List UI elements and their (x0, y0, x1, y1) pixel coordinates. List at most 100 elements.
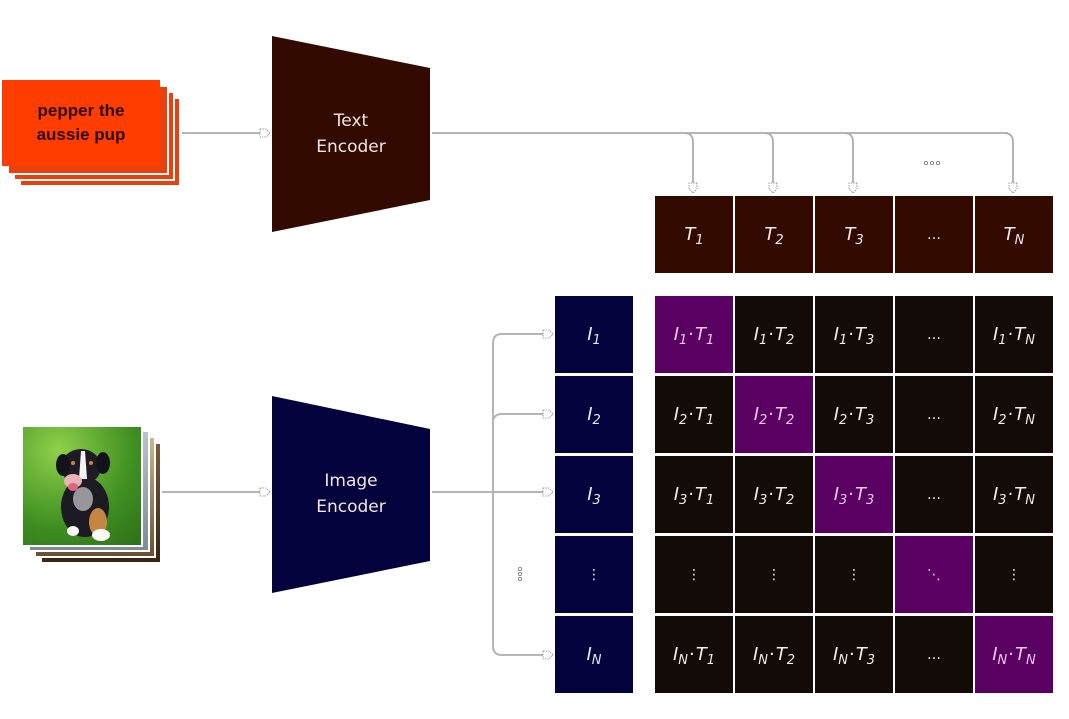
image-term: IN (832, 644, 849, 668)
image-embedding-3: I3 (555, 456, 633, 533)
image-term-subscript: 2 (679, 413, 688, 428)
wire-to-TN (1003, 132, 1018, 194)
image-term-subscript: 3 (998, 493, 1007, 508)
wire-to-T3 (843, 132, 858, 194)
matrix-cell: IN·T3 (815, 616, 893, 693)
matrix-cell: ⋮ (655, 536, 733, 613)
matrix-cell: … (895, 616, 973, 693)
image-embedding-1: I1 (555, 296, 633, 373)
image-embedding-label: I3 (587, 484, 601, 508)
matrix-cell: I2·T3 (815, 376, 893, 453)
image-embedding-label: I1 (587, 324, 601, 348)
image-term: I1 (992, 324, 1007, 348)
text-embedding-label: … (927, 226, 941, 243)
image-embedding-ellipsis: ⋮ (555, 536, 633, 613)
text-encoder-label-line2: Encoder (316, 137, 386, 157)
matrix-cell: ⋮ (815, 536, 893, 613)
dot-product-label: I2·TN (992, 404, 1036, 428)
text-embedding-label-subscript: 1 (695, 233, 704, 248)
image-term-subscript: 2 (839, 413, 848, 428)
text-term: TN (1014, 324, 1036, 348)
text-term-subscript: 1 (706, 493, 715, 508)
matrix-cell: ⋮ (735, 536, 813, 613)
dot-product-label: I1·T1 (673, 324, 715, 348)
image-term-subscript: 3 (679, 493, 688, 508)
dot-operator: · (688, 484, 695, 505)
text-term: TN (1014, 404, 1036, 428)
dot-product-label: I3·T1 (674, 484, 715, 508)
matrix-cell: IN·T2 (735, 616, 813, 693)
text-embedding-3: T3 (815, 196, 893, 273)
dot-product-label: IN·T1 (672, 644, 716, 668)
matrix-cell: … (895, 376, 973, 453)
text-embedding-ellipsis: … (895, 196, 973, 273)
dot-operator: · (769, 644, 775, 665)
text-term-subscript: N (1025, 413, 1036, 428)
ellipsis-label: … (927, 326, 941, 343)
matrix-cell-diagonal: IN·TN (975, 616, 1053, 693)
image-embedding-n: IN (555, 616, 633, 693)
text-term: T3 (855, 404, 875, 428)
text-term: T2 (775, 644, 796, 668)
text-term: T1 (695, 404, 715, 428)
dot-operator: · (768, 324, 775, 345)
text-embedding-label: T2 (764, 224, 784, 248)
image-term: I1 (673, 324, 688, 348)
dot-product-label: I1·TN (992, 324, 1036, 348)
text-term-subscript: 2 (786, 333, 795, 348)
wire-to-IN (492, 645, 554, 660)
text-term: T3 (855, 324, 875, 348)
ellipsis-label: ⋮ (687, 566, 701, 583)
wire-to-I2 (492, 409, 554, 424)
text-caption-line2: aussie pup (36, 125, 126, 144)
matrix-cell: I1·TN (975, 296, 1053, 373)
text-term-subscript: 2 (786, 413, 795, 428)
image-term: I1 (753, 324, 768, 348)
dot-operator: · (1008, 644, 1015, 665)
matrix-cell: … (895, 456, 973, 533)
dot-product-label: I3·T2 (754, 484, 795, 508)
matrix-cell-diagonal: I3·T3 (815, 456, 893, 533)
matrix-cell: I1·T2 (735, 296, 813, 373)
image-embedding-label: I2 (587, 404, 601, 428)
ellipsis-label: ⋮ (767, 566, 781, 583)
text-term-subscript: 3 (866, 413, 875, 428)
dot-product-label: I3·TN (992, 484, 1035, 508)
dot-product-label: I1·T3 (834, 324, 875, 348)
dot-operator: · (848, 404, 855, 425)
image-term: I2 (992, 404, 1007, 428)
puppy-illustration (56, 449, 110, 541)
dot-product-label: I1·T2 (753, 324, 795, 348)
image-term-subscript: N (838, 653, 849, 668)
dot-operator: · (1007, 324, 1014, 345)
image-term: I3 (992, 484, 1007, 508)
image-encoder-label-line1: Image (324, 471, 378, 491)
image-term-subscript: 1 (998, 333, 1007, 348)
image-term: I2 (833, 404, 848, 428)
image-term-subscript: 1 (759, 333, 768, 348)
image-term: I2 (673, 404, 688, 428)
dot-product-label: I2·T1 (673, 404, 715, 428)
text-embedding-label: TN (1003, 224, 1025, 248)
matrix-cell-diagonal: I1·T1 (655, 296, 733, 373)
image-embedding-label-subscript: N (591, 653, 602, 668)
dot-operator: · (849, 644, 855, 665)
text-term: T1 (695, 484, 715, 508)
text-term-subscript: 1 (706, 653, 716, 668)
matrix-cell: I3·TN (975, 456, 1053, 533)
image-term-subscript: 1 (839, 333, 848, 348)
text-term-subscript: 3 (866, 493, 875, 508)
image-term: I2 (753, 404, 768, 428)
text-term-subscript: 1 (706, 333, 715, 348)
text-term-subscript: 2 (786, 493, 795, 508)
text-embedding-label: T3 (844, 224, 864, 248)
text-encoder-label-line1: Text (333, 111, 369, 131)
image-term: IN (992, 644, 1008, 668)
text-term: T1 (695, 324, 715, 348)
text-term-subscript: N (1025, 333, 1036, 348)
text-term-subscript: 2 (786, 653, 796, 668)
text-term-subscript: 1 (706, 413, 715, 428)
image-term: IN (672, 644, 689, 668)
text-embedding-n: TN (975, 196, 1053, 273)
dot-operator: · (688, 324, 695, 345)
